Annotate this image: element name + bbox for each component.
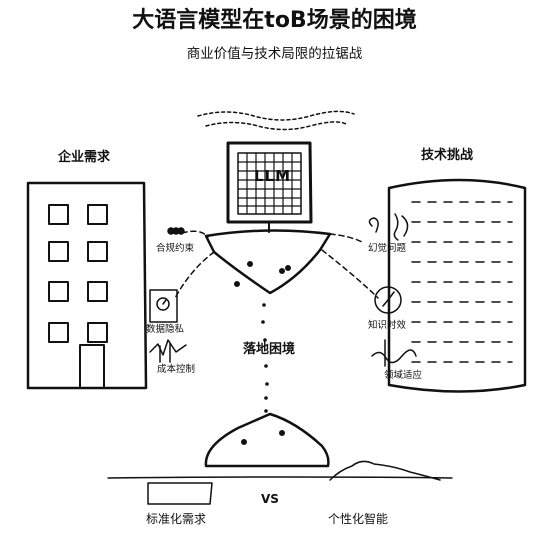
llm-computer [226,141,313,233]
cost-chart-icon [149,339,187,363]
page-subtitle: 商业价值与技术局限的拉锯战 [186,46,363,62]
building-door [79,344,105,389]
dotted-trail [261,303,269,413]
need-compliance: 合规约束 [156,243,195,254]
page-title: 大语言模型在toB场景的困境 [132,8,417,33]
building-window [87,281,108,302]
vs-label: VS [261,492,279,506]
need-privacy: 数据隐私 [146,324,185,335]
personalized-label: 个性化智能 [328,512,389,526]
dilemma-label: 落地困境 [243,342,296,357]
technology-cylinder [387,178,527,393]
signal-waves [197,110,355,131]
chain-icon [167,227,185,235]
base-mound [204,412,330,468]
building-window [48,322,69,343]
connector-lines [173,230,379,301]
llm-label: LLM [254,167,292,185]
standard-label: 标准化需求 [146,512,207,526]
enterprise-building [26,181,148,390]
ghost-icon [368,213,409,241]
wave-icon [371,339,417,367]
llm-screen-grid [237,152,302,215]
enterprise-heading: 企业需求 [58,150,111,165]
funnel-shape [204,229,332,295]
technology-heading: 技术挑战 [421,148,474,163]
need-cost: 成本控制 [157,364,196,375]
building-window [87,204,108,225]
ground-line [107,476,453,479]
challenge-hallucination: 幻觉问题 [368,243,407,254]
building-window [48,241,69,262]
personalized-blob [329,460,441,481]
challenge-timeliness: 知识时效 [368,320,407,331]
building-window [48,204,69,225]
clock-icon [374,286,402,314]
building-window [87,241,108,262]
standard-box [147,482,213,505]
building-window [87,322,108,343]
challenge-domain: 领域适应 [384,370,423,381]
safe-icon [149,289,178,323]
building-window [48,281,69,302]
